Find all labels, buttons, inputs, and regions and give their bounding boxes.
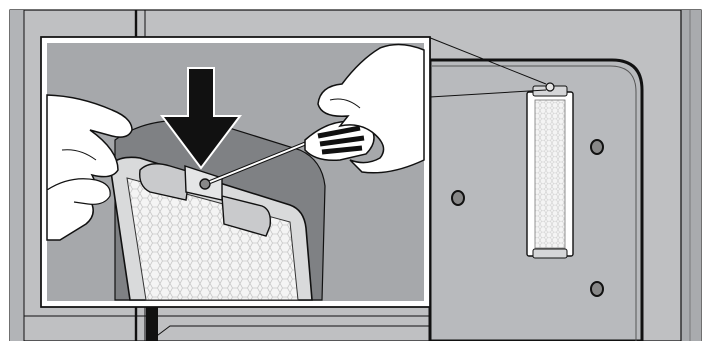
screw-icon [546, 83, 554, 91]
bottom-rail [146, 306, 158, 341]
hole-icon [591, 282, 603, 296]
installed-filter [527, 83, 573, 258]
left-frame-strip [10, 10, 24, 341]
right-frame-strip [681, 10, 701, 341]
hole-icon [591, 140, 603, 154]
screw-icon [200, 179, 210, 189]
detail-inset [41, 37, 430, 307]
hole-icon [452, 191, 464, 205]
